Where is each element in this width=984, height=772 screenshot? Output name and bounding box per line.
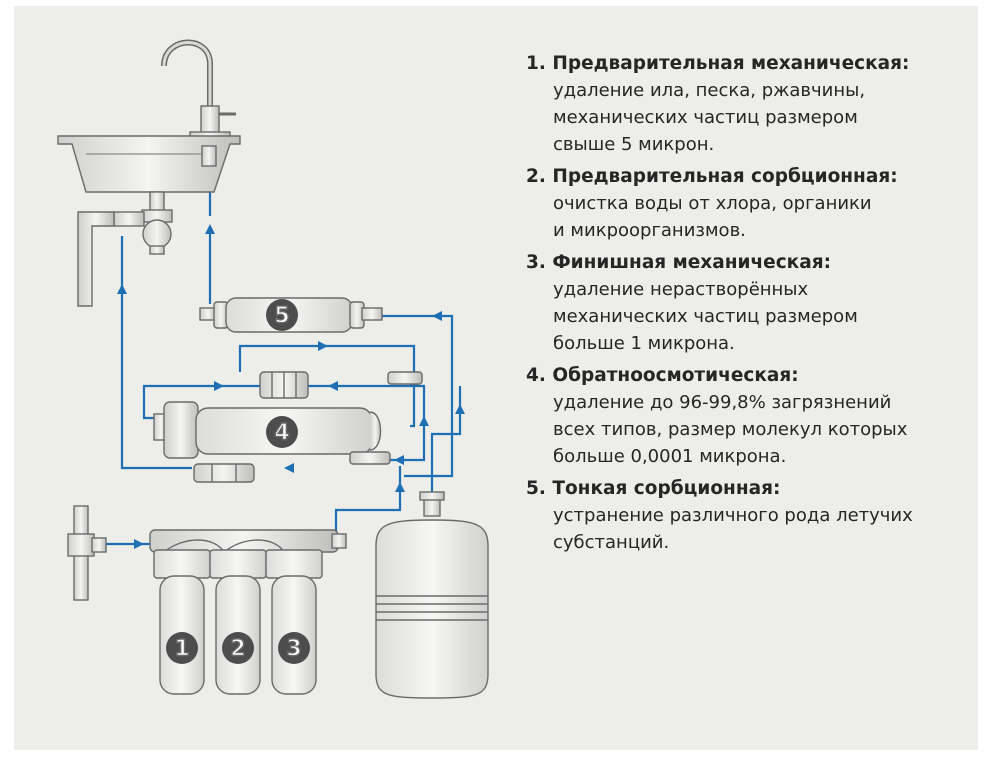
legend-title: 1. Предварительная механическая: [526, 53, 910, 74]
stage-badge-5 [266, 299, 298, 331]
legend-title: 3. Финишная механическая: [526, 252, 831, 273]
check-valve-block [259, 371, 423, 399]
legend-description-line: удаление ила, песка, ржавчины, [553, 80, 866, 101]
filter-housing-icon: 3 [265, 549, 323, 695]
flow-arrow-icon [432, 311, 442, 321]
pipe-upper-loop [238, 344, 416, 428]
legend-item-5: 5. Тонкая сорбционная: устранение различн… [526, 475, 966, 556]
sink-icon [57, 135, 241, 193]
legend-title: 5. Тонкая сорбционная: [526, 478, 781, 499]
flow-arrow-icon [394, 455, 404, 465]
flow-arrow-icon [117, 284, 127, 294]
stage-badge-1 [166, 632, 198, 664]
product-card: 5 4 [14, 6, 978, 750]
legend-description-line: устранение различного рода летучих [553, 505, 913, 526]
legend-description-line: механических частиц размером [553, 306, 858, 327]
legend-description-line: больше 0,0001 микрона. [553, 446, 787, 467]
legend-title: 2. Предварительная сорбционная: [526, 166, 898, 187]
filter-housing-icon: 2 [209, 549, 267, 695]
storage-tank-icon [375, 491, 489, 699]
stage-number-2: 2 [230, 637, 245, 662]
water-filter-diagram: 5 4 [57, 39, 489, 699]
legend-description-line: очистка воды от хлора, органики [553, 193, 872, 214]
flow-arrow-icon [395, 482, 405, 492]
flow-arrow-icon [455, 404, 465, 414]
stage-number-5: 5 [274, 304, 289, 329]
legend-description-line: механических частиц размером [553, 107, 858, 128]
drain-trap-icon [77, 191, 173, 307]
prefilter-bank: 1 2 3 [149, 529, 347, 695]
filter-housing-icon: 1 [153, 549, 211, 695]
legend-description-line: удаление до 96-99,8% загрязнений [553, 392, 892, 413]
pipe-membrane-loop [142, 384, 260, 420]
flow-arrow-icon [419, 416, 429, 426]
stage-badge-3 [278, 632, 310, 664]
stage-number-3: 3 [286, 637, 301, 662]
pipe-tank-line [430, 386, 462, 506]
flow-arrow-icon [318, 341, 328, 351]
pipe-stage5-out [382, 314, 454, 478]
stage-number-4: 4 [274, 421, 289, 446]
legend-item-4: 4. Обратноосмотическая: удаление до 96-99… [526, 362, 966, 470]
stage-number-1: 1 [174, 637, 189, 662]
flow-arrow-icon [214, 381, 224, 391]
legend-description-line: больше 1 микрона. [553, 333, 735, 354]
legend-item-2: 2. Предварительная сорбционная: очистка в… [526, 163, 966, 244]
legend-description-line: всех типов, размер молекул которых [553, 419, 908, 440]
membrane-housing-icon: 4 [153, 401, 391, 483]
flow-arrows [117, 224, 465, 549]
legend-item-3: 3. Финишная механическая: удаление нераст… [526, 249, 966, 357]
flow-arrow-icon [205, 224, 215, 234]
stage-badge-4 [266, 416, 298, 448]
inlet-valve-icon [67, 505, 107, 601]
stages-legend: 1. Предварительная механическая: удаление… [526, 50, 966, 561]
flow-arrow-icon [134, 539, 144, 549]
legend-description-line: свыше 5 микрон. [553, 134, 715, 155]
legend-description-line: и микроорганизмов. [553, 220, 746, 241]
flow-arrow-icon [328, 381, 338, 391]
post-filter-icon: 5 [199, 297, 383, 333]
stage-badge-2 [222, 632, 254, 664]
flow-arrow-icon [284, 463, 294, 473]
legend-item-1: 1. Предварительная механическая: удаление… [526, 50, 966, 158]
sink-assembly [57, 39, 241, 307]
legend-description-line: субстанций. [553, 532, 670, 553]
legend-description-line: удаление нерастворённых [553, 279, 809, 300]
legend-title: 4. Обратноосмотическая: [526, 365, 799, 386]
